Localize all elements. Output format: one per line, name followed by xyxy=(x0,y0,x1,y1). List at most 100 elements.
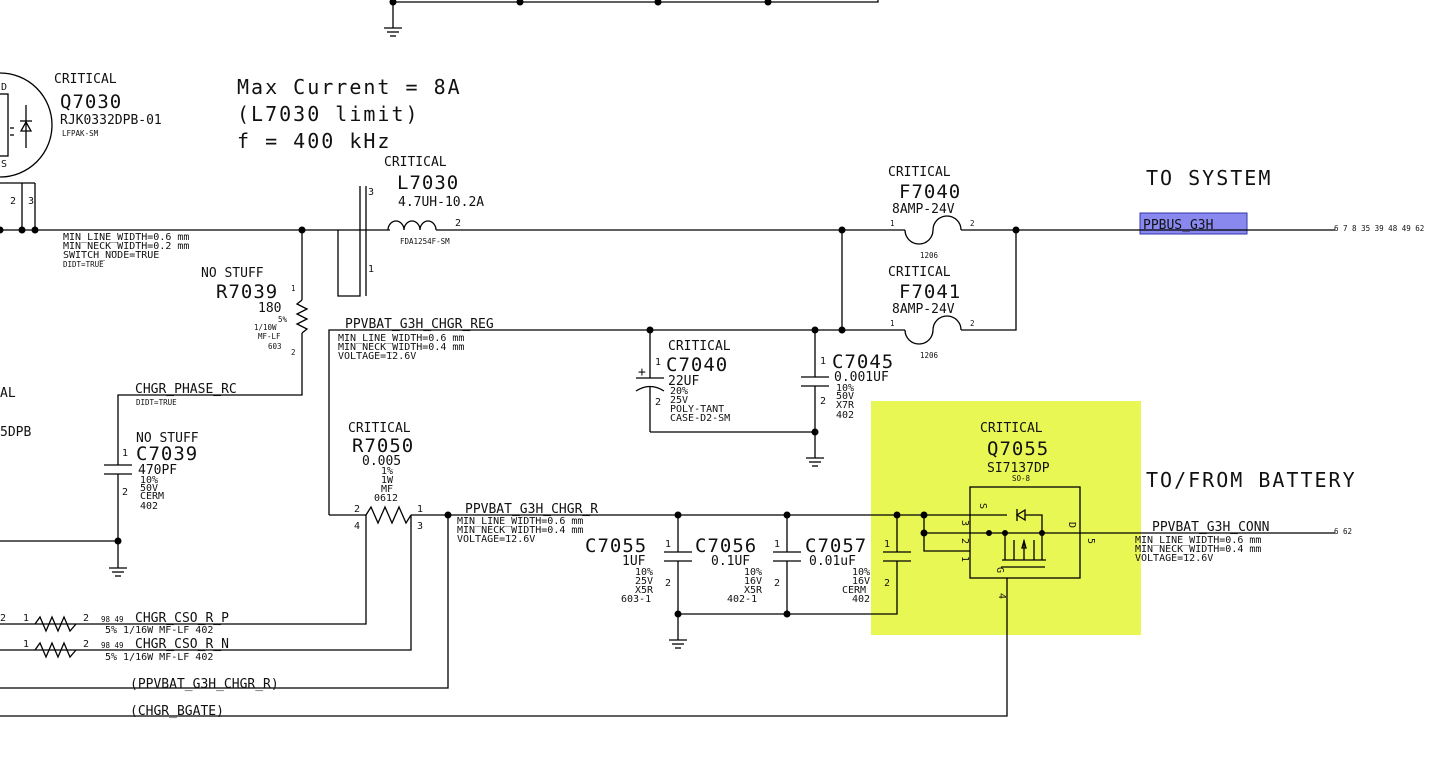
c7040-critical: CRITICAL xyxy=(668,339,731,354)
partial-left-value: 5DPB xyxy=(0,425,31,440)
q7055-value: SI7137DP xyxy=(987,461,1050,476)
c7056-ref: C7056 xyxy=(695,535,757,557)
r7050-ref: R7050 xyxy=(352,435,414,457)
c7045-volt: 50V xyxy=(836,391,854,402)
q7055-mosfet xyxy=(0,486,1335,717)
r7050-critical: CRITICAL xyxy=(348,421,411,436)
c7039-pin2: 2 xyxy=(122,487,128,498)
r7050-pin3: 3 xyxy=(417,521,423,532)
c7045-ref: C7045 xyxy=(832,351,894,373)
chgr-phase-rc-attr: DIDT=TRUE xyxy=(136,398,177,407)
q7030-transistor: D S 2 3 xyxy=(0,72,53,230)
cso-p-net: CHGR_CSO_R_P xyxy=(135,611,229,626)
c7057-type: CERM xyxy=(842,585,866,596)
cso-n-attr: 5% 1/16W MF-LF 402 xyxy=(105,652,213,663)
chgr-reg-attr-3: VOLTAGE=12.6V xyxy=(338,351,416,362)
f7040-pin2: 2 xyxy=(970,219,975,228)
cso-p-pin2: 2 xyxy=(83,613,89,624)
q7030-critical: CRITICAL xyxy=(54,72,117,87)
fuse-network xyxy=(838,215,1335,345)
c7045-value: 0.001UF xyxy=(834,370,889,385)
c7055-ref: C7055 xyxy=(585,535,647,557)
switch-node-wire xyxy=(0,226,390,234)
sw-node-attr-3: SWITCH_NODE=TRUE xyxy=(63,250,159,261)
offpage-bgate: (CHGR_BGATE) xyxy=(130,704,224,719)
c7039-no-stuff: NO STUFF xyxy=(136,431,199,446)
q7055-ref: Q7055 xyxy=(987,438,1049,460)
note-frequency: f = 400 kHz xyxy=(237,129,391,153)
cso-p-left-pin: 2 xyxy=(0,613,6,624)
c7040-volt: 25V xyxy=(670,395,688,406)
r7039-power: 1/10W xyxy=(254,323,277,332)
q7055-pin-g: G xyxy=(994,567,1005,573)
f7041-pin2: 2 xyxy=(970,319,975,328)
cso-n-pin1: 1 xyxy=(23,639,29,650)
c7057-volt: 16V xyxy=(852,576,870,587)
partial-left-critical: AL xyxy=(0,386,16,401)
conn-page-refs: 6 62 xyxy=(1334,527,1352,536)
to-from-battery-label: TO/FROM BATTERY xyxy=(1146,468,1357,492)
conn-net: PPVBAT_G3H_CONN xyxy=(1152,520,1269,535)
l7030-inductor: 3 1 2 xyxy=(337,186,842,297)
f7041-pin1: 1 xyxy=(890,319,895,328)
r7050-tol: 1% xyxy=(381,466,393,477)
c7057-tol: 10% xyxy=(852,567,870,578)
c7040-capacitor xyxy=(635,330,819,436)
c7056-tol: 10% xyxy=(744,567,762,578)
conn-attr-2: MIN_NECK_WIDTH=0.4 mm xyxy=(1135,544,1261,555)
q7055-package: SO-8 xyxy=(1012,474,1031,483)
c7040-pin2: 2 xyxy=(655,397,661,408)
q7030-pin-d: D xyxy=(1,82,7,93)
c7056-pin1: 1 xyxy=(774,539,780,550)
r7050-value: 0.005 xyxy=(362,454,401,469)
c7039-tol: 10% xyxy=(140,475,158,486)
c7039-ref: C7039 xyxy=(136,443,198,465)
q7030-package: LFPAK-SM xyxy=(62,129,99,138)
c7040-pin1: 1 xyxy=(655,357,661,368)
c7057-package: 402 xyxy=(852,594,870,605)
f7040-value: 8AMP-24V xyxy=(892,202,955,217)
c7056-value: 0.1UF xyxy=(711,554,750,569)
sw-node-attr-2: MIN_NECK_WIDTH=0.2 mm xyxy=(63,241,189,252)
l7030-value: 4.7UH-10.2A xyxy=(398,195,484,210)
q7030-pin-s: S xyxy=(1,159,7,170)
r7050-type: MF xyxy=(381,484,393,495)
r7039-tol: 5% xyxy=(278,315,288,324)
note-max-current: Max Current = 8A xyxy=(237,75,462,99)
c7057-pin2: 2 xyxy=(884,578,890,589)
c7056-package: 402-1 xyxy=(727,594,757,605)
cso-n-net: CHGR_CSO_R_N xyxy=(135,637,229,652)
r7050-power: 1W xyxy=(381,475,394,486)
ppbus-net-highlight[interactable] xyxy=(1139,212,1248,235)
l7030-ref: L7030 xyxy=(397,172,459,194)
r7050-pin1: 1 xyxy=(417,504,423,515)
l7030-package: FDA1254F-SM xyxy=(400,237,450,246)
c7039-type: CERM xyxy=(140,491,164,502)
cso-p-refs: 98 49 xyxy=(101,615,124,624)
q7030-pin3: 3 xyxy=(28,196,34,207)
sw-node-attr-1: MIN_LINE_WIDTH=0.6 mm xyxy=(63,232,189,243)
q7030-pin2: 2 xyxy=(10,196,16,207)
q7055-highlight xyxy=(871,401,1141,635)
ppbus-net-name[interactable]: PPBUS_G3H xyxy=(1143,218,1213,233)
c7039-package: 402 xyxy=(140,501,158,512)
l7030-pin3: 3 xyxy=(368,187,374,198)
chgr-r-attr-1: MIN_LINE_WIDTH=0.6 mm xyxy=(457,516,583,527)
f7040-package: 1206 xyxy=(920,251,939,260)
note-limit: (L7030 limit) xyxy=(237,102,420,126)
c7055-volt: 25V xyxy=(635,576,653,587)
q7055-pin-d: D xyxy=(1066,522,1077,528)
q7055-critical: CRITICAL xyxy=(980,421,1043,436)
c7055-package: 603-1 xyxy=(621,594,651,605)
r7039-no-stuff: NO STUFF xyxy=(201,266,264,281)
c7057-pin1: 1 xyxy=(884,539,890,550)
c7055-pin1: 1 xyxy=(665,539,671,550)
c7039-value: 470PF xyxy=(138,463,177,478)
chgr-r-attr-2: MIN_NECK_WIDTH=0.4 mm xyxy=(457,525,583,536)
r7050-pin2: 2 xyxy=(354,504,360,515)
c7045-pin1: 1 xyxy=(820,356,826,367)
q7055-pin2: 2 xyxy=(959,538,970,544)
cso-resistors xyxy=(34,615,77,659)
chgr-phase-rc-net: CHGR_PHASE_RC xyxy=(135,382,237,397)
r7039-ref: R7039 xyxy=(216,281,278,303)
